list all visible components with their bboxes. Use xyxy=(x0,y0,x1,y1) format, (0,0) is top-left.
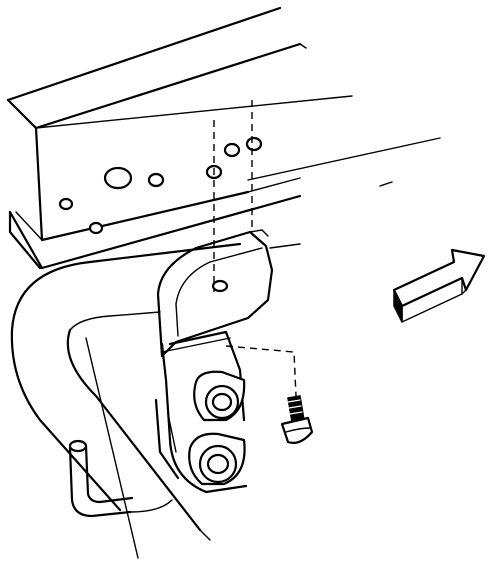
bolt xyxy=(280,395,314,444)
bushing-assembly xyxy=(154,330,248,494)
hose xyxy=(68,439,173,518)
frame-rail xyxy=(6,6,441,270)
bracket xyxy=(156,229,274,358)
rail-hole xyxy=(223,142,241,158)
rail-hole xyxy=(88,221,104,235)
rail-hole xyxy=(147,172,165,188)
bracket-hole xyxy=(211,279,229,293)
rail-hole xyxy=(58,197,74,211)
crossmember xyxy=(10,242,301,559)
rail-hole-large xyxy=(103,166,133,190)
alignment-lines xyxy=(213,100,297,397)
rail-hole xyxy=(245,136,263,152)
direction-arrow xyxy=(392,248,486,323)
